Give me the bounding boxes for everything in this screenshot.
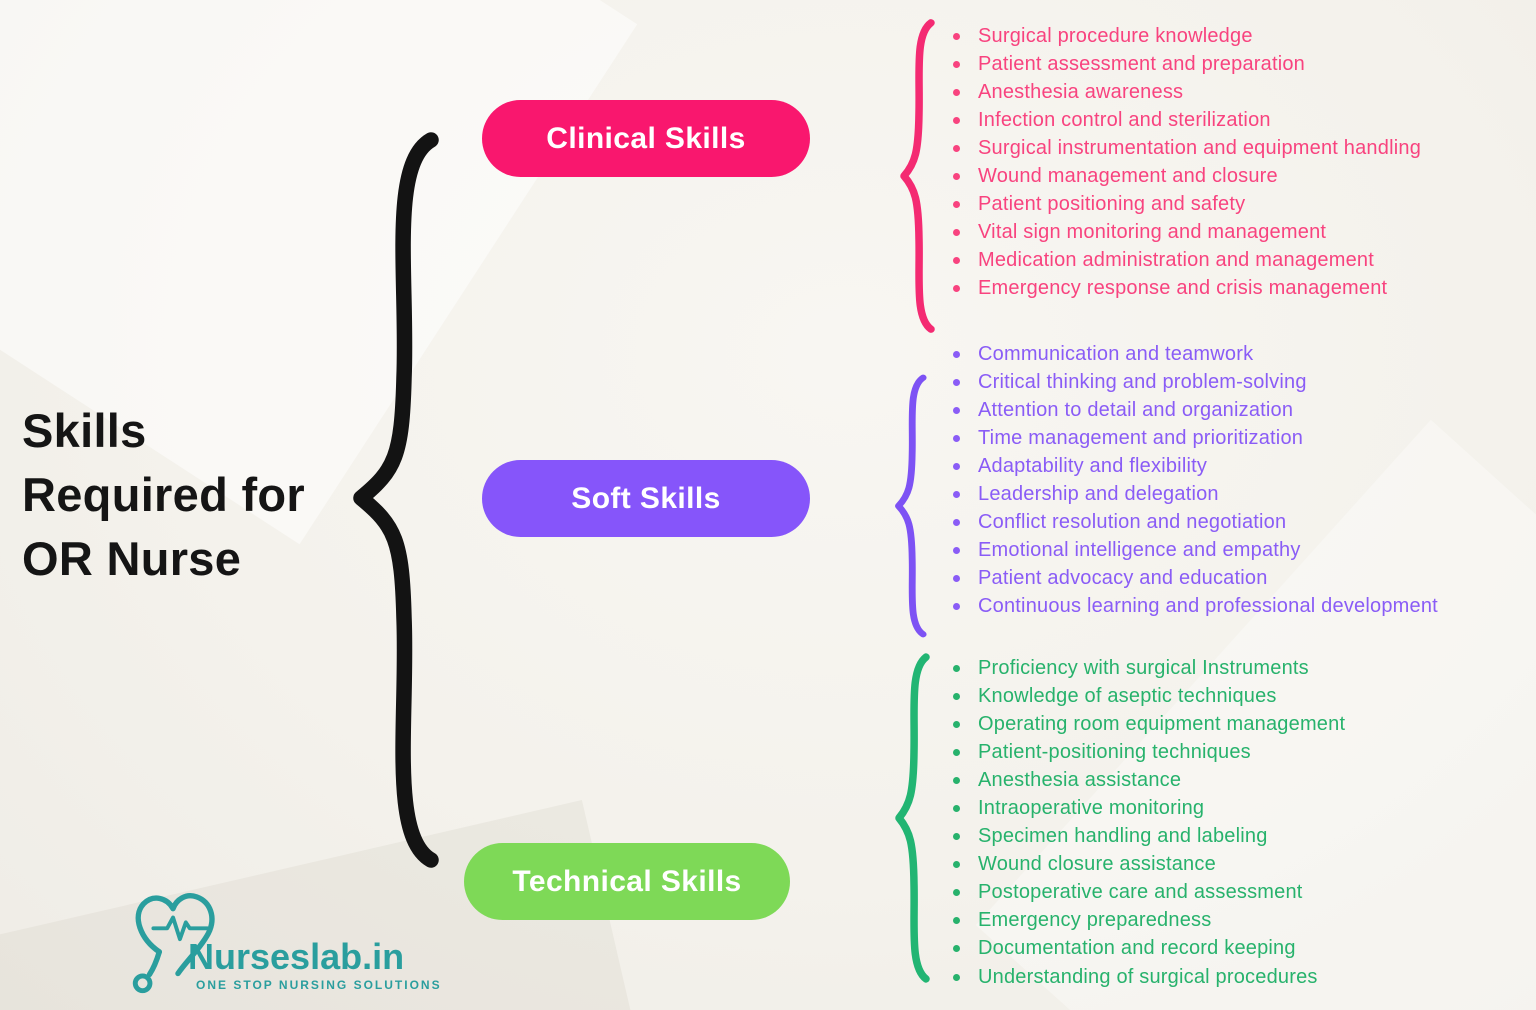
branch-pill-label: Clinical Skills: [546, 121, 746, 155]
skill-item: Infection control and sterilization: [946, 106, 1421, 134]
curly-brace-icon: [895, 374, 927, 638]
logo-name: Nurseslab.in: [188, 936, 405, 977]
heart-stethoscope-icon: [132, 893, 215, 994]
branch-pill-technical-skills: Technical Skills: [464, 843, 790, 920]
skill-item: Proficiency with surgical Instruments: [946, 654, 1345, 682]
skill-item: Time management and prioritization: [946, 424, 1438, 452]
skill-item: Wound management and closure: [946, 162, 1421, 190]
skill-item: Attention to detail and organization: [946, 396, 1438, 424]
skill-item: Specimen handling and labeling: [946, 823, 1345, 851]
skill-item: Anesthesia assistance: [946, 766, 1345, 794]
skill-item: Patient advocacy and education: [946, 565, 1438, 593]
skill-item: Intraoperative monitoring: [946, 794, 1345, 822]
technical-curly-brace: [893, 650, 939, 986]
branch-pill-label: Soft Skills: [571, 481, 721, 515]
skill-item: Emotional intelligence and empathy: [946, 537, 1438, 565]
branch-pill-soft-skills: Soft Skills: [482, 460, 810, 537]
title-line-3: OR Nurse: [22, 532, 242, 585]
skill-item: Understanding of surgical procedures: [946, 963, 1345, 991]
curly-brace-icon: [353, 132, 439, 868]
main-curly-brace: [345, 130, 465, 870]
skill-item: Leadership and delegation: [946, 480, 1438, 508]
soft-curly-brace: [893, 372, 935, 640]
skill-item: Vital sign monitoring and management: [946, 219, 1421, 247]
branch-pill-label: Technical Skills: [512, 864, 742, 898]
skill-item: Emergency response and crisis management: [946, 275, 1421, 303]
skill-item: Surgical procedure knowledge: [946, 22, 1421, 50]
branch-pill-clinical-skills: Clinical Skills: [482, 100, 810, 177]
skill-item: Operating room equipment management: [946, 710, 1345, 738]
skill-item: Adaptability and flexibility: [946, 452, 1438, 480]
curly-brace-icon: [895, 653, 930, 983]
page-title: Skills Required for OR Nurse: [22, 399, 305, 591]
curly-brace-icon: [900, 19, 935, 333]
logo-tagline: ONE STOP NURSING SOLUTIONS: [196, 978, 442, 992]
nurseslab-logo: Nurseslab.in ONE STOP NURSING SOLUTIONS: [128, 890, 468, 1008]
skill-item: Emergency preparedness: [946, 907, 1345, 935]
skill-item: Patient-positioning techniques: [946, 738, 1345, 766]
title-line-2: Required for: [22, 468, 306, 521]
skill-item: Postoperative care and assessment: [946, 879, 1345, 907]
skill-item: Patient assessment and preparation: [946, 50, 1421, 78]
skill-item: Knowledge of aseptic techniques: [946, 682, 1345, 710]
skill-item: Wound closure assistance: [946, 851, 1345, 879]
skill-item: Documentation and record keeping: [946, 935, 1345, 963]
skill-item: Conflict resolution and negotiation: [946, 509, 1438, 537]
skill-item: Patient positioning and safety: [946, 191, 1421, 219]
clinical-curly-brace: [898, 16, 944, 336]
skill-item: Critical thinking and problem-solving: [946, 368, 1438, 396]
skill-item: Medication administration and management: [946, 247, 1421, 275]
skill-item: Continuous learning and professional dev…: [946, 593, 1438, 621]
skill-item: Surgical instrumentation and equipment h…: [946, 134, 1421, 162]
skill-item: Anesthesia awareness: [946, 78, 1421, 106]
title-line-1: Skills: [22, 404, 147, 457]
skill-item: Communication and teamwork: [946, 340, 1438, 368]
